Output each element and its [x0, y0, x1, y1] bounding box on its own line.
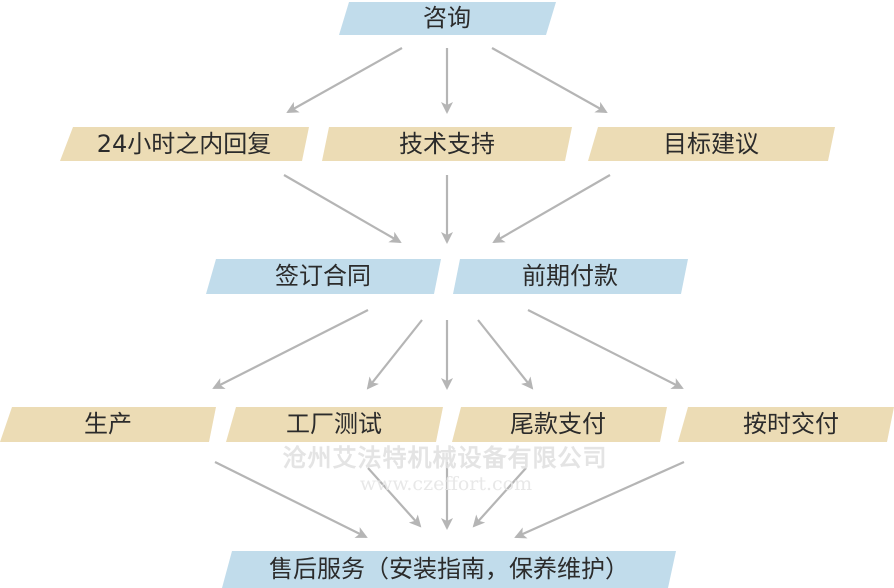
node-prepayment-label: 前期付款	[522, 262, 618, 290]
node-final-payment-label: 尾款支付	[510, 410, 606, 438]
edge-contract-to-factory-test	[366, 319, 423, 390]
edges-consult	[286, 47, 608, 114]
node-prepayment: 前期付款	[453, 259, 688, 294]
watermark-url: www.czeffort.com	[360, 473, 532, 495]
node-tech-support: 技术支持	[322, 127, 572, 161]
watermark-company: 沧州艾法特机械设备有限公司	[283, 443, 608, 472]
node-consult-shape	[339, 2, 556, 35]
node-final-payment: 尾款支付	[452, 407, 667, 442]
node-factory-test-shape	[226, 407, 443, 442]
node-tech-support-shape	[322, 127, 572, 161]
edges-row2	[283, 174, 611, 244]
node-after-sales-shape	[222, 551, 676, 588]
edge-consult-to-target-advice	[491, 47, 608, 113]
edge-production-to-after-sales	[214, 461, 368, 538]
node-target-advice-label: 目标建议	[663, 130, 759, 158]
node-target-advice-shape	[588, 127, 835, 161]
node-reply-24h-shape	[60, 127, 309, 161]
edge-prepayment-to-final-payment	[477, 319, 534, 390]
node-production: 生产	[0, 407, 216, 442]
edge-final-payment-to-after-sales	[472, 467, 527, 528]
node-reply-24h: 24小时之内回复	[60, 127, 309, 161]
node-consult: 咨询	[339, 2, 556, 35]
edges-row3	[212, 309, 684, 390]
edge-prepayment-to-delivery	[527, 309, 684, 389]
node-consult-label: 咨询	[423, 4, 471, 32]
node-sign-contract: 签订合同	[206, 259, 441, 294]
node-production-shape	[0, 407, 216, 442]
node-sign-contract-label: 签订合同	[275, 262, 371, 290]
node-after-sales: 售后服务（安装指南，保养维护）	[222, 551, 676, 588]
node-production-label: 生产	[84, 410, 132, 438]
node-on-time-delivery: 按时交付	[678, 407, 894, 442]
edge-contract-to-production	[212, 309, 369, 389]
node-final-payment-shape	[452, 407, 667, 442]
node-sign-contract-shape	[206, 259, 441, 294]
edge-advice-to-prepayment	[492, 174, 611, 244]
node-target-advice: 目标建议	[588, 127, 835, 161]
edge-delivery-to-after-sales	[514, 460, 685, 539]
edges-row4	[214, 460, 685, 539]
edge-factory-test-to-after-sales	[367, 467, 422, 528]
node-on-time-delivery-shape	[678, 407, 894, 442]
node-reply-24h-label: 24小时之内回复	[97, 130, 272, 158]
node-factory-test-label: 工厂测试	[286, 410, 382, 438]
edge-reply-to-contract	[283, 174, 402, 244]
node-tech-support-label: 技术支持	[399, 130, 495, 158]
node-prepayment-shape	[453, 259, 688, 294]
node-on-time-delivery-label: 按时交付	[743, 410, 839, 438]
watermark: 沧州艾法特机械设备有限公司 www.czeffort.com	[283, 443, 608, 495]
node-factory-test: 工厂测试	[226, 407, 443, 442]
edge-consult-to-reply	[286, 47, 403, 113]
node-after-sales-label: 售后服务（安装指南，保养维护）	[269, 555, 629, 583]
